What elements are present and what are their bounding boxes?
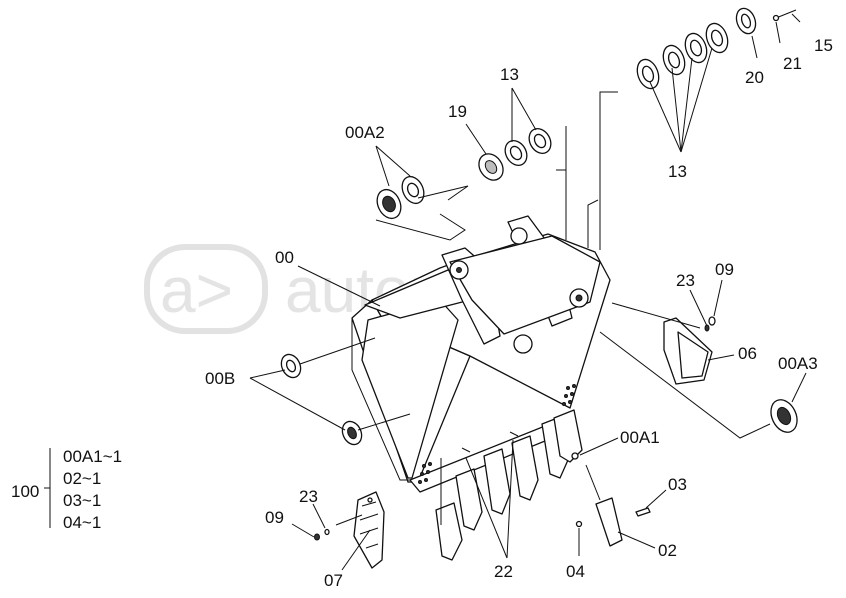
label-07: 07 xyxy=(324,571,343,590)
part-19-plate xyxy=(478,153,504,181)
label-09-left: 09 xyxy=(265,508,284,527)
part-00A3-bushing xyxy=(770,399,798,433)
part-02-tooth xyxy=(595,497,623,547)
label-15: 15 xyxy=(814,36,833,55)
side-holes-left xyxy=(418,462,432,484)
label-21: 21 xyxy=(783,54,802,73)
label-19: 19 xyxy=(448,102,467,121)
assembly-item: 03~1 xyxy=(63,491,101,510)
assembly-item: 04~1 xyxy=(63,513,101,532)
watermark-logo-box xyxy=(144,244,268,334)
assembly-item: 02~1 xyxy=(63,469,101,488)
label-09-right: 09 xyxy=(715,260,734,279)
label-03: 03 xyxy=(668,475,687,494)
label-23-left: 23 xyxy=(299,487,318,506)
leader-lines xyxy=(249,13,807,571)
part-00A2-bushings xyxy=(376,175,425,220)
label-13-top: 13 xyxy=(500,65,519,84)
label-22: 22 xyxy=(494,562,513,581)
label-23-right: 23 xyxy=(676,271,695,290)
label-06: 06 xyxy=(738,344,757,363)
label-20: 20 xyxy=(745,68,764,87)
assembly-100-list: 100 00A1~1 02~1 03~1 04~1 xyxy=(11,447,122,532)
label-04: 04 xyxy=(566,562,585,581)
part-20-ring xyxy=(735,7,757,35)
part-13-shims-right xyxy=(636,22,729,90)
label-00: 00 xyxy=(275,248,294,267)
part-13-shims-top xyxy=(504,128,552,166)
part-09-23-right xyxy=(704,316,716,332)
part-labels: 15 21 20 13 13 19 00A2 00 23 09 06 00A3 … xyxy=(205,36,833,590)
side-holes-right xyxy=(562,384,576,406)
part-09-23-left xyxy=(314,528,330,541)
bucket-body xyxy=(351,215,611,493)
label-02: 02 xyxy=(658,541,677,560)
assembly-number: 100 xyxy=(11,482,39,501)
label-00A2: 00A2 xyxy=(345,123,385,142)
part-00B-bushings xyxy=(280,353,363,446)
part-07-side-cutter xyxy=(353,491,385,569)
watermark-logo: a> xyxy=(160,254,233,326)
part-03-pin xyxy=(635,507,651,517)
part-04-lock xyxy=(575,520,583,528)
assembly-item: 00A1~1 xyxy=(63,447,122,466)
label-00A3: 00A3 xyxy=(778,354,818,373)
dashed-guide-lines xyxy=(299,91,771,526)
label-13-right: 13 xyxy=(668,162,687,181)
label-00A1: 00A1 xyxy=(620,428,660,447)
label-00B: 00B xyxy=(205,369,235,388)
part-06-side-cutter xyxy=(663,317,713,385)
part-15-pin xyxy=(772,9,797,22)
bucket-teeth xyxy=(435,409,583,561)
